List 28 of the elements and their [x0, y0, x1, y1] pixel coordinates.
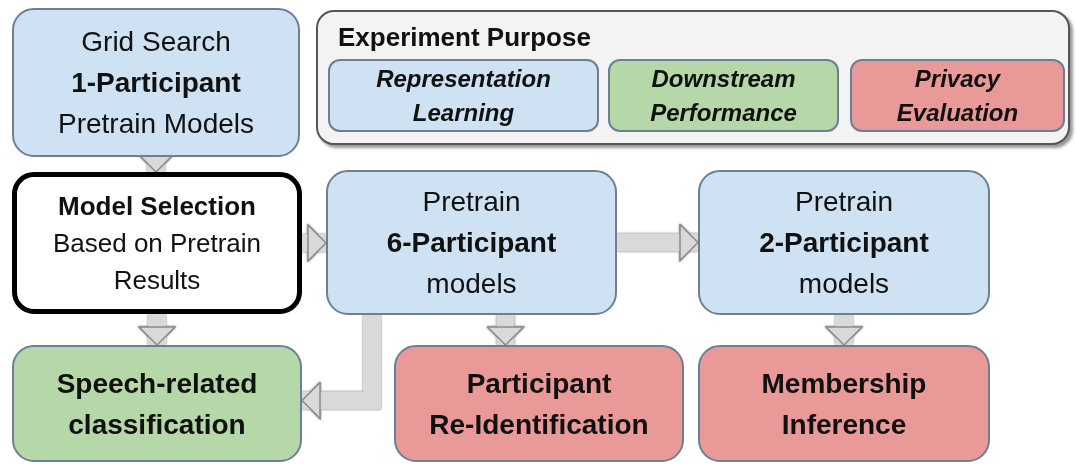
process-box [12, 172, 302, 314]
node-label: Speech-related classification [55, 366, 259, 442]
block-arrow [486, 315, 525, 346]
panel-heading: Experiment Purpose [338, 21, 591, 54]
block-arrow [138, 314, 176, 346]
node-label: Representation Learning [375, 63, 552, 128]
block-arrow [617, 223, 699, 262]
outcome-box [12, 345, 302, 462]
block-arrow [825, 315, 863, 346]
node-label: Model Selection Based on Pretrain Results [51, 189, 263, 297]
purpose-box [608, 59, 839, 132]
node-label: Grid Search 1-Participant Pretrain Models [56, 25, 256, 141]
node-label: Privacy Evaluation [895, 63, 1020, 128]
node-label: Pretrain 6-Participant models [385, 185, 558, 301]
purpose-box [328, 59, 599, 132]
process-box [12, 8, 300, 157]
block-arrow [302, 224, 327, 262]
outcome-box [698, 345, 990, 462]
node-label: Participant Re-Identification [428, 366, 650, 442]
process-box [326, 170, 617, 315]
outcome-box [394, 345, 684, 462]
process-box [698, 170, 990, 315]
purpose-box [850, 59, 1065, 132]
node-label: Membership Inference [760, 366, 928, 442]
node-label: Downstream Performance [649, 63, 798, 128]
block-arrow [301, 315, 381, 420]
legend-panel [316, 10, 1070, 145]
node-label: Pretrain 2-Participant models [758, 185, 930, 301]
